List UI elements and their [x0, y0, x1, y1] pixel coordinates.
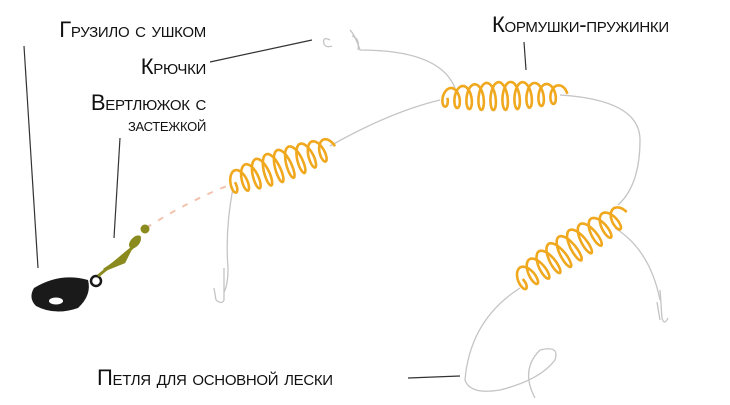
feeder-spring-1	[228, 137, 337, 194]
swivel-barrel	[129, 235, 141, 249]
hook-leash-3	[614, 227, 661, 301]
feeder-spring-3	[515, 206, 628, 291]
feeders-label: Кормушки-пружинки	[492, 12, 669, 37]
label-pointers	[23, 39, 527, 379]
main-line-loop	[464, 287, 557, 399]
hooks-label: Крючки	[140, 54, 207, 79]
hook-2-icon	[322, 35, 360, 51]
hook-1-icon	[213, 268, 225, 304]
bead-line	[145, 183, 233, 229]
fishing-line	[145, 29, 669, 399]
swivel-clasp	[103, 249, 132, 272]
sinker-hole	[49, 297, 63, 305]
swivel-label-line1: Вертлюжок с	[90, 90, 206, 115]
feeder-springs	[228, 80, 628, 291]
hook-leash-2	[349, 29, 456, 89]
hook-3-icon	[656, 289, 669, 323]
swivel-pointer	[113, 137, 121, 239]
loop-label: Петля для основной лески	[97, 365, 333, 390]
feeders-pointer	[523, 41, 527, 71]
main-line-2	[559, 94, 641, 206]
sinker-pointer	[23, 45, 39, 269]
loop-pointer	[407, 375, 461, 379]
swivel-icon	[97, 224, 150, 278]
sinker-label: Грузило с ушком	[59, 17, 206, 42]
swivel-ring	[140, 224, 150, 234]
sinker-icon	[31, 277, 89, 312]
swivel-label-line2: застежкой	[128, 115, 206, 135]
hook-leash-1	[223, 187, 234, 293]
sinker-eye	[89, 274, 103, 288]
main-line-1	[329, 99, 441, 147]
feeder-spring-2	[441, 80, 569, 112]
hooks-pointer	[209, 39, 313, 63]
